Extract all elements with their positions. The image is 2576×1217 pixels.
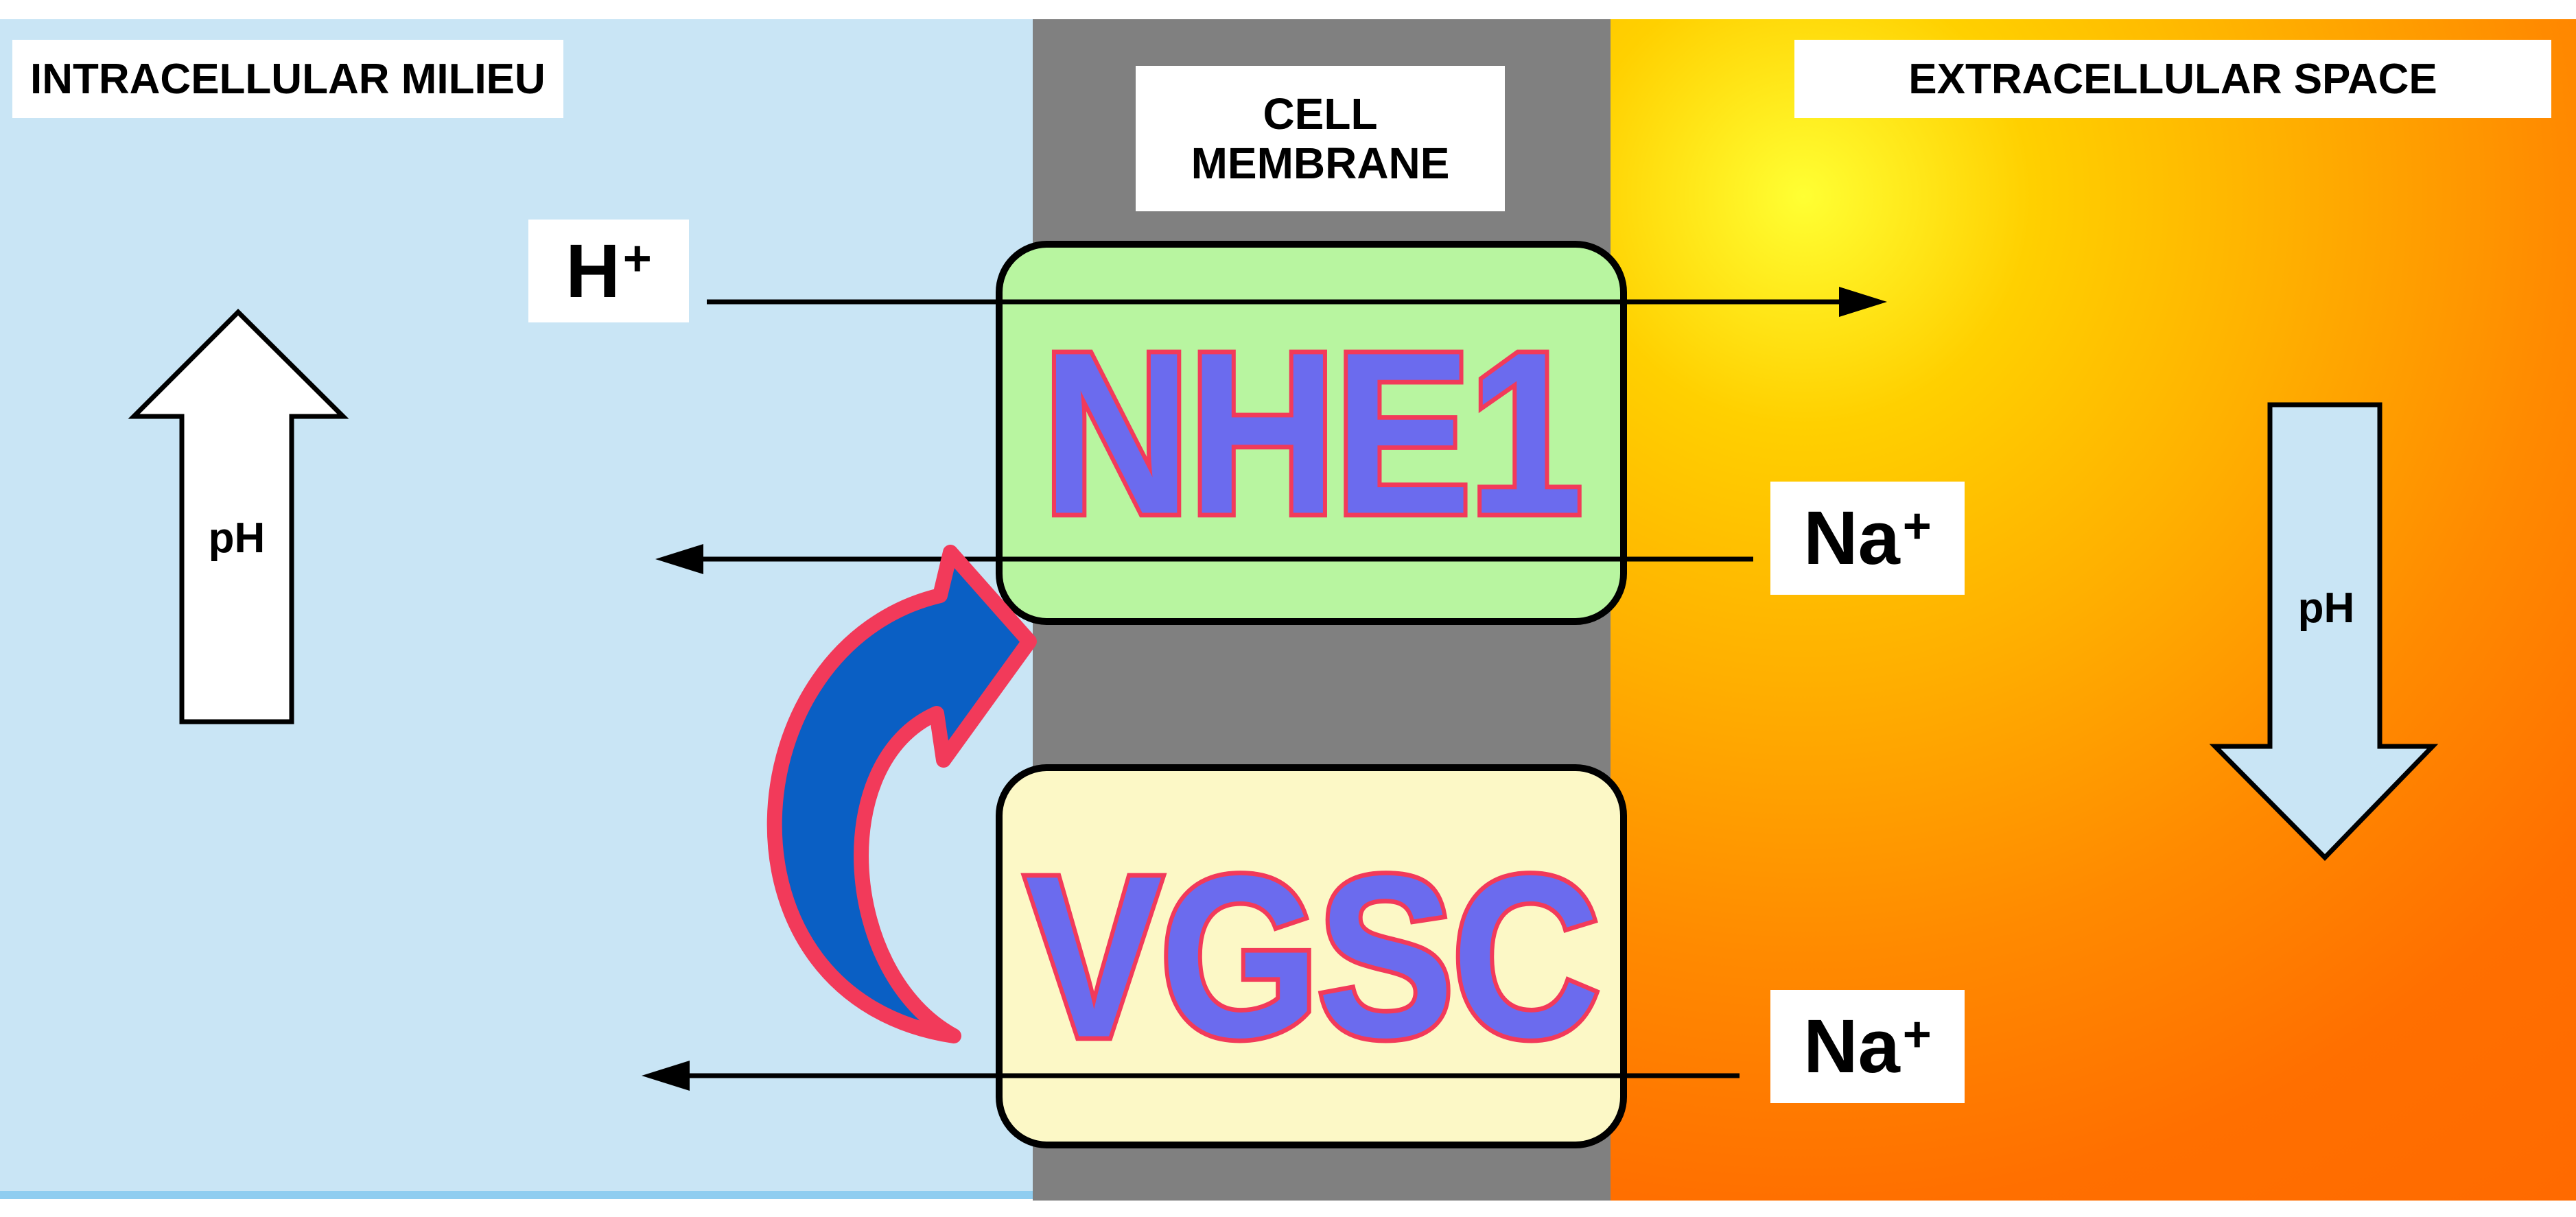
- na-plus-nhe1-symbol: Na: [1803, 496, 1900, 580]
- intracellular-ph-label: pH: [209, 515, 266, 562]
- h-plus-flux-arrow: [707, 287, 1887, 317]
- nhe1-label: NHE1: [1038, 299, 1587, 567]
- intracellular-title-text: INTRACELLULAR MILIEU: [30, 55, 546, 103]
- extracellular-title: EXTRACELLULAR SPACE: [1794, 40, 2551, 118]
- na-plus-nhe1-charge: +: [1902, 498, 1932, 554]
- na-plus-nhe1-ion-label: Na+: [1770, 482, 1965, 595]
- h-plus-charge: +: [622, 231, 652, 286]
- intracellular-ph-up-arrow: pH: [128, 309, 349, 724]
- na-plus-vgsc-flux-arrow: [642, 1061, 1740, 1091]
- extracellular-title-text: EXTRACELLULAR SPACE: [1908, 55, 2437, 103]
- membrane-title: CELL MEMBRANE: [1136, 66, 1505, 211]
- intracellular-title: INTRACELLULAR MILIEU: [12, 40, 563, 118]
- membrane-title-line1: CELL: [1263, 89, 1378, 139]
- na-plus-vgsc-symbol: Na: [1803, 1004, 1900, 1089]
- regulation-arrow: [766, 545, 1037, 1043]
- vgsc-label: VGSC: [1021, 823, 1604, 1090]
- extracellular-ph-down-arrow: pH: [2209, 402, 2439, 862]
- na-plus-vgsc-charge: +: [1902, 1006, 1932, 1062]
- h-plus-symbol: H: [565, 228, 620, 314]
- na-plus-vgsc-ion-label: Na+: [1770, 990, 1965, 1103]
- na-plus-nhe1-flux-arrow: [655, 544, 1753, 574]
- extracellular-ph-label: pH: [2298, 584, 2355, 632]
- membrane-title-line2: MEMBRANE: [1191, 139, 1450, 188]
- h-plus-ion-label: H+: [528, 220, 689, 322]
- vgsc-channel: VGSC: [996, 764, 1627, 1148]
